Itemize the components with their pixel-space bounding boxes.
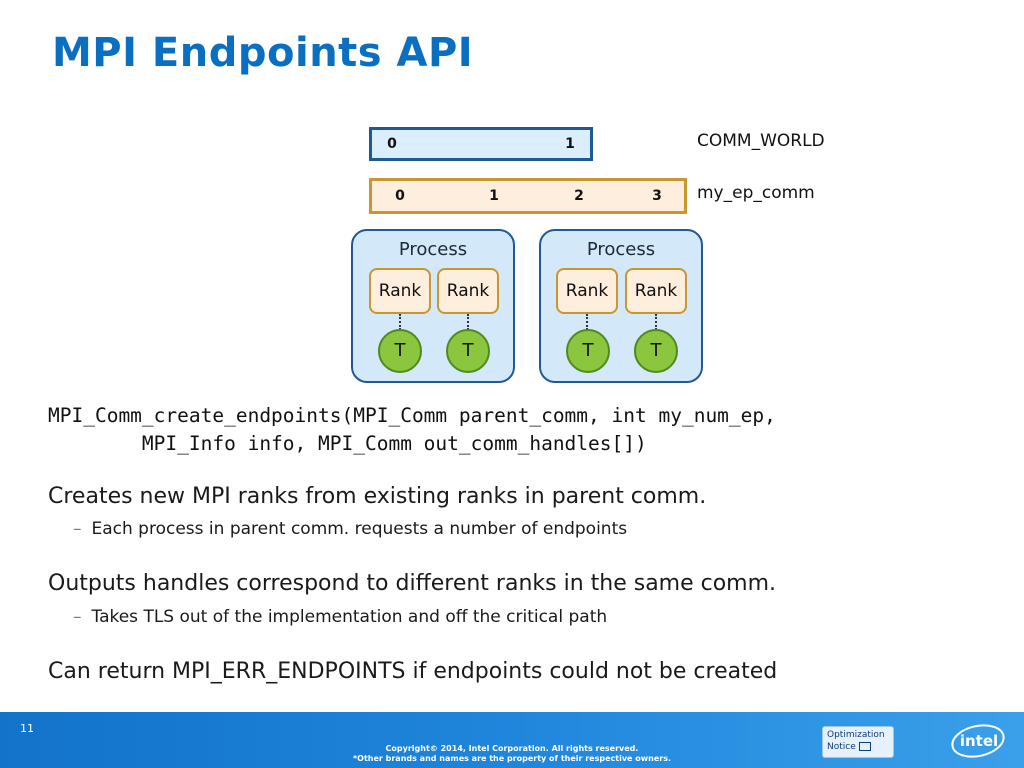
process-box: Process Rank Rank T T xyxy=(351,229,515,383)
rank-thread-connector xyxy=(467,314,469,330)
bullet-text: Outputs handles correspond to different … xyxy=(48,571,777,596)
comm-world-rank-1: 1 xyxy=(565,136,575,152)
code-line: MPI_Info info, MPI_Comm out_comm_handles… xyxy=(48,432,647,455)
thread-circle: T xyxy=(446,329,490,373)
process-label: Process xyxy=(398,239,468,260)
ep-rank-2: 2 xyxy=(574,188,584,204)
sub-bullet: –Takes TLS out of the implementation and… xyxy=(73,607,607,627)
slide-title: MPI Endpoints API xyxy=(52,30,474,76)
dash-icon: – xyxy=(73,607,82,627)
ep-rank-3: 3 xyxy=(652,188,662,204)
optimization-notice-line: Notice xyxy=(827,741,889,753)
copyright-notice: Copyright© 2014, Intel Corporation. All … xyxy=(0,744,1024,764)
intel-logo-text: intel xyxy=(960,732,998,750)
sub-bullet-text: Each process in parent comm. requests a … xyxy=(91,519,628,539)
thread-circle: T xyxy=(566,329,610,373)
bullet-text: Creates new MPI ranks from existing rank… xyxy=(48,484,707,509)
footer-bar: 11 Copyright© 2014, Intel Corporation. A… xyxy=(0,712,1024,768)
rank-box: Rank xyxy=(556,268,618,314)
optimization-notice-button[interactable]: Optimization Notice xyxy=(822,726,894,758)
dash-icon: – xyxy=(73,519,82,539)
rank-thread-connector xyxy=(586,314,588,330)
sub-bullet: –Each process in parent comm. requests a… xyxy=(73,519,627,539)
rank-box: Rank xyxy=(625,268,687,314)
process-label: Process xyxy=(586,239,656,260)
rank-thread-connector xyxy=(399,314,401,330)
code-line: MPI_Comm_create_endpoints(MPI_Comm paren… xyxy=(48,404,776,427)
bullet-text: Can return MPI_ERR_ENDPOINTS if endpoint… xyxy=(48,659,778,684)
comm-world-label: COMM_WORLD xyxy=(697,131,825,151)
rank-thread-connector xyxy=(655,314,657,330)
copyright-line: Copyright© 2014, Intel Corporation. All … xyxy=(385,744,639,753)
ep-rank-1: 1 xyxy=(489,188,499,204)
optimization-notice-line: Optimization xyxy=(827,730,885,740)
slide-number: 11 xyxy=(20,722,34,735)
thread-circle: T xyxy=(634,329,678,373)
ep-rank-0: 0 xyxy=(395,188,405,204)
copyright-line: *Other brands and names are the property… xyxy=(352,754,672,763)
api-signature: MPI_Comm_create_endpoints(MPI_Comm paren… xyxy=(48,402,776,458)
comm-world-bar: 0 1 xyxy=(369,127,593,161)
intel-logo-icon: intel xyxy=(951,724,1005,758)
my-ep-comm-bar: 0 1 2 3 xyxy=(369,178,687,214)
comm-world-rank-0: 0 xyxy=(387,136,397,152)
my-ep-comm-label: my_ep_comm xyxy=(697,183,815,203)
thread-circle: T xyxy=(378,329,422,373)
rank-box: Rank xyxy=(369,268,431,314)
notice-icon xyxy=(858,742,871,751)
rank-box: Rank xyxy=(437,268,499,314)
sub-bullet-text: Takes TLS out of the implementation and … xyxy=(91,607,608,627)
process-box: Process Rank Rank T T xyxy=(539,229,703,383)
